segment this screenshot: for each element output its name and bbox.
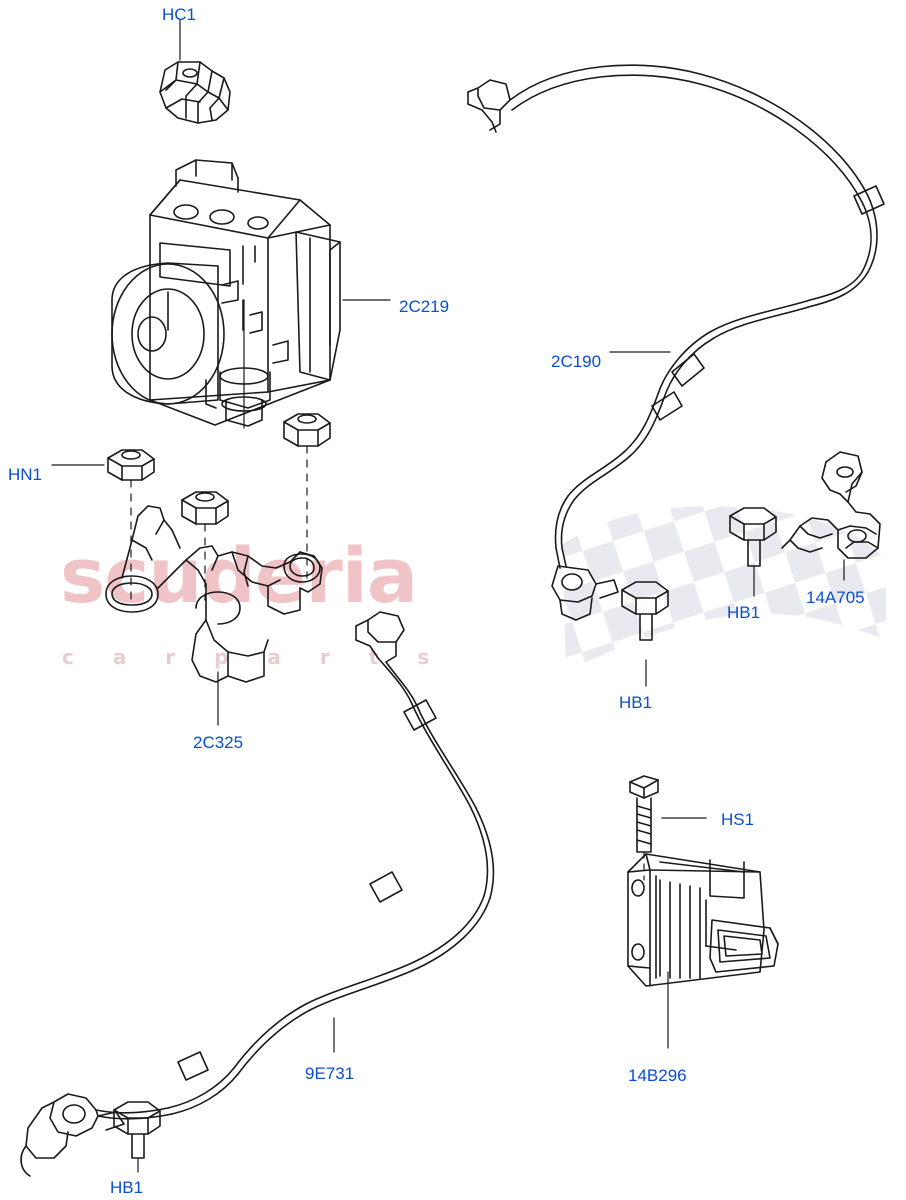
part-hb1-bolt-right — [729, 507, 777, 567]
callout-label-9e731: 9E731 — [305, 1064, 355, 1083]
callout-label-hb1-bottom: HB1 — [110, 1178, 144, 1197]
part-14b296-yaw-rate-sensor — [627, 853, 779, 987]
callout-label-2c325: 2C325 — [193, 733, 244, 752]
part-2c219-abs-modulator — [111, 159, 341, 427]
part-hc1-clip — [159, 61, 231, 124]
assembly-dashed-lines — [130, 299, 308, 601]
callout-label-14a705: 14A705 — [806, 588, 865, 607]
part-nut-second — [181, 491, 229, 525]
part-9e731-sensor-harness — [20, 611, 495, 1177]
diagram-linework — [20, 19, 885, 1177]
part-hs1-bolt — [629, 775, 659, 853]
part-2c325-bracket — [105, 505, 323, 683]
callout-label-hb1-mid: HB1 — [619, 693, 653, 712]
part-2c190-abs-sensor-harness — [467, 64, 885, 621]
callout-label-14b296: 14B296 — [628, 1066, 687, 1085]
callout-label-2c219: 2C219 — [399, 297, 450, 316]
callout-label-hn1: HN1 — [8, 465, 43, 484]
part-hn1-nut — [107, 449, 155, 481]
callout-label-2c190: 2C190 — [551, 352, 602, 371]
callout-label-hs1: HS1 — [721, 810, 755, 829]
checkered-flag-watermark — [562, 506, 886, 672]
part-nut-third — [283, 413, 331, 447]
part-14a705-bracket — [781, 451, 881, 559]
part-hb1-bolt-middle — [621, 581, 669, 641]
callout-label-hc1: HC1 — [162, 5, 197, 24]
callout-label-hb1-right: HB1 — [727, 603, 761, 622]
